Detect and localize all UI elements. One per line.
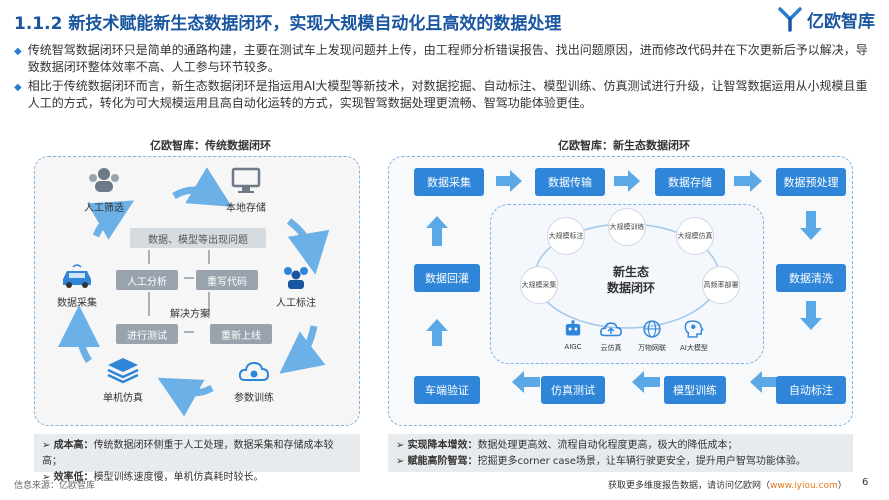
node-label: 人工标注 (276, 298, 316, 309)
right-footer-note: ➢ 实现降本增效：数据处理更高效、流程自动化程度更高，极大的降低成本； ➢ 赋能… (388, 434, 853, 472)
ai-head-icon (684, 320, 704, 338)
node-data-collection: 数据采集 (57, 261, 97, 309)
bullet-list: ◆ 传统智驾数据闭环只是简单的通路构建，主要在测试车上发现问题并上传，由工程师分… (14, 42, 874, 114)
node-manual-labeling: 人工标注 (276, 261, 316, 309)
layers-icon (107, 358, 139, 384)
box-vehicle-verify: 车端验证 (414, 376, 480, 404)
box-data-collection: 数据采集 (414, 168, 484, 196)
circle-large-training: 大规模训练 (608, 208, 646, 246)
diamond-icon: ◆ (14, 82, 22, 93)
tech-aigc: AIGC (560, 316, 586, 351)
cloud-gear-icon (238, 361, 270, 381)
right-flow-arrows (426, 170, 822, 393)
yiou-logo-icon (778, 7, 802, 32)
page-title: 1.1.2 新技术赋能新生态数据闭环，实现大规模自动化且高效的数据处理 (14, 14, 562, 34)
node-label: 参数训练 (234, 393, 274, 404)
node-label: 本地存储 (226, 203, 266, 214)
right-panel-title: 亿欧智库：新生态数据闭环 (558, 139, 690, 152)
core-title: 新生态 数据闭环 (606, 265, 655, 295)
logo-text: 亿欧智库 (807, 11, 875, 32)
page-number: 6 (862, 477, 869, 488)
node-label: 人工筛选 (84, 203, 124, 214)
footer-line: ➢ 赋能高阶智驾：挖掘更多corner case场景，让车辆行驶更安全，提升用户… (396, 456, 806, 467)
more-info: 获取更多维度报告数据，请访问亿欧网（www.iyiou.com） (608, 481, 847, 491)
box-data-storage: 数据存储 (655, 168, 725, 196)
box-data-preprocess: 数据预处理 (776, 168, 846, 196)
deploy-box: 重新上线 (210, 324, 272, 344)
circle-large-sim: 大规模仿真 (676, 217, 714, 255)
footer-line: ➢ 成本高：传统数据闭环侧重于人工处理，数据采集和存储成本较高； (42, 440, 334, 467)
circle-large-collection: 大规模采集 (520, 266, 558, 304)
footer-line: ➢ 效率低：模型训练速度慢，单机仿真耗时较长。 (42, 472, 264, 483)
footer-line: ➢ 实现降本增效：数据处理更高效、流程自动化程度更高，极大的降低成本； (396, 440, 738, 451)
circle-large-labeling: 大规模标注 (547, 217, 585, 255)
node-label: 单机仿真 (103, 393, 143, 404)
solution-label: 解决方案 (170, 309, 210, 320)
bullet-item: ◆ 相比于传统数据闭环而言，新生态数据闭环是指运用AI大模型等新技术，对数据挖掘… (14, 78, 874, 112)
rewrite-box: 重写代码 (196, 270, 258, 290)
tech-ai-model: AI大模型 (680, 316, 708, 353)
monitor-icon (231, 167, 261, 193)
analysis-box: 人工分析 (116, 270, 178, 290)
box-auto-labeling: 自动标注 (776, 376, 846, 404)
box-data-transfer: 数据传输 (535, 168, 605, 196)
left-cycle-arrows (58, 167, 330, 417)
left-footer-note: ➢ 成本高：传统数据闭环侧重于人工处理，数据采集和存储成本较高； ➢ 效率低：模… (34, 434, 360, 483)
tech-cloud-sim: 云仿真 (598, 316, 624, 353)
box-data-cleaning: 数据清洗 (776, 264, 846, 292)
node-single-sim: 单机仿真 (103, 356, 143, 404)
logo: 亿欧智库 (777, 6, 875, 32)
node-manual-screening: 人工筛选 (84, 166, 124, 214)
source-note: 信息来源：亿欧智库 (14, 481, 96, 491)
website-link[interactable]: www.iyiou.com (770, 481, 838, 491)
bullet-text: 传统智驾数据闭环只是简单的通路构建，主要在测试车上发现问题并上传，由工程师分析错… (27, 43, 868, 74)
cloud-upload-icon (599, 322, 622, 337)
people-icon (284, 267, 308, 289)
box-model-training: 模型训练 (664, 376, 726, 404)
node-param-training: 参数训练 (234, 356, 274, 404)
car-icon (63, 264, 91, 288)
diamond-icon: ◆ (14, 46, 22, 57)
globe-icon (643, 320, 661, 338)
circle-high-freq-deploy: 高频率部署 (702, 266, 740, 304)
node-label: 数据采集 (57, 298, 97, 309)
box-data-backflow: 数据回灌 (414, 264, 480, 292)
left-panel-title: 亿欧智库：传统数据闭环 (150, 139, 271, 152)
test-box: 进行测试 (116, 324, 178, 344)
team-icon (89, 168, 119, 192)
robot-icon (565, 320, 581, 336)
bullet-text: 相比于传统数据闭环而言，新生态数据闭环是指运用AI大模型等新技术，对数据挖掘、自… (27, 79, 868, 110)
bullet-item: ◆ 传统智驾数据闭环只是简单的通路构建，主要在测试车上发现问题并上传，由工程师分… (14, 42, 874, 76)
tech-iot: 万物网联 (638, 316, 666, 353)
node-local-storage: 本地存储 (226, 166, 266, 214)
box-sim-testing: 仿真测试 (541, 376, 605, 404)
problem-box: 数据、模型等出现问题 (130, 228, 266, 248)
